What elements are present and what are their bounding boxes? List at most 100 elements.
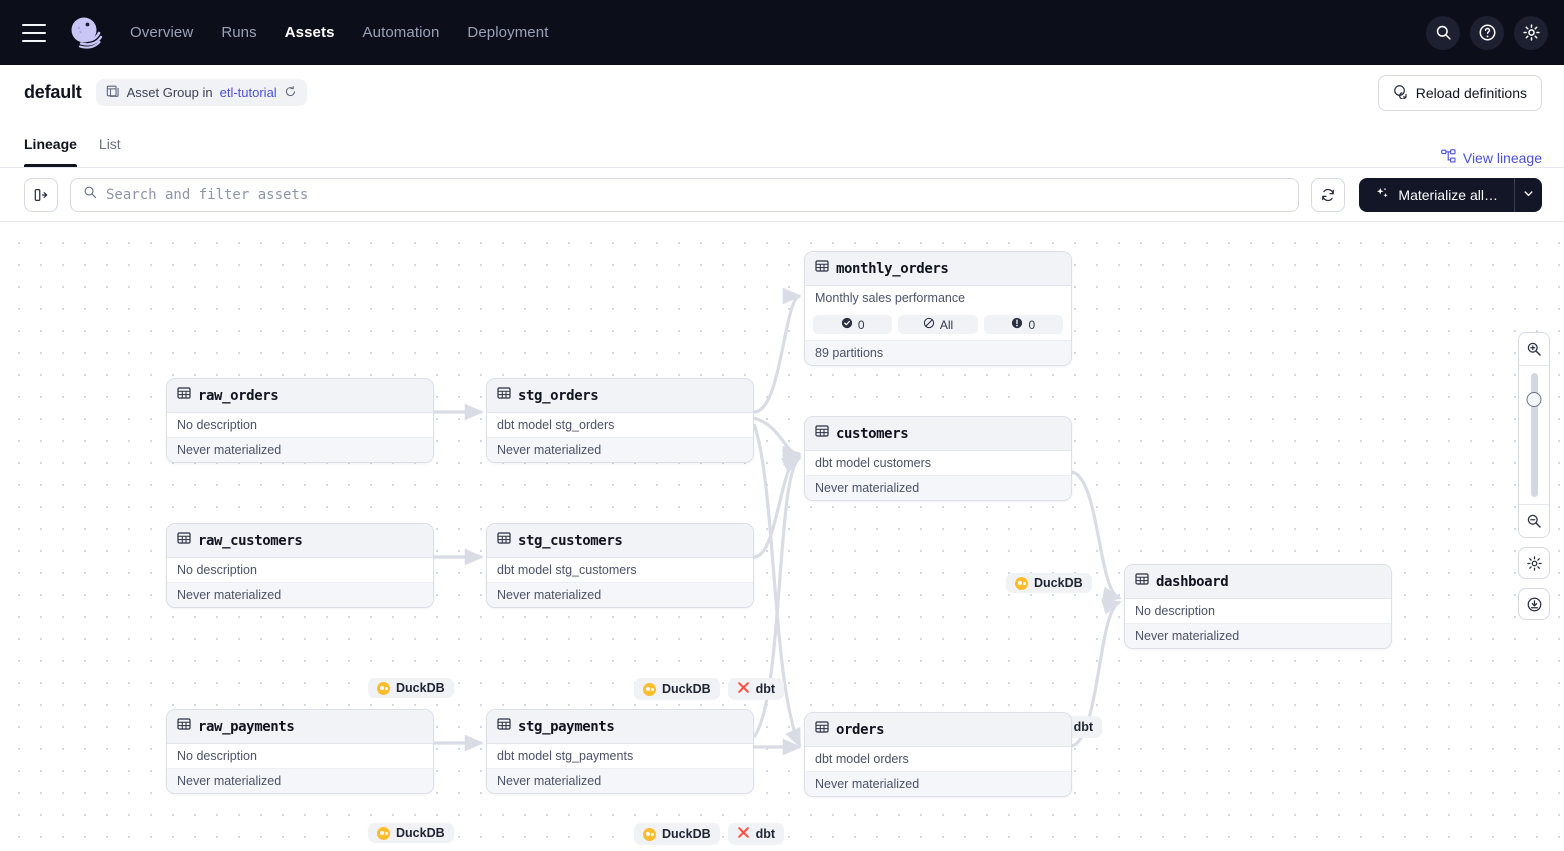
tag-dbt[interactable]: dbt xyxy=(727,823,785,845)
search-field-wrapper[interactable] xyxy=(70,177,1300,212)
table-icon xyxy=(497,717,511,736)
refresh-icon[interactable] xyxy=(284,85,297,101)
asset-node-description: No description xyxy=(1125,599,1391,624)
tag-duckdb[interactable]: DuckDB xyxy=(1006,573,1092,593)
tag-dbt[interactable]: dbt xyxy=(727,678,785,700)
asset-node-description: No description xyxy=(167,413,433,438)
partition-stat-value: 0 xyxy=(857,317,865,332)
asset-lineage-canvas[interactable]: raw_orders No description Never material… xyxy=(0,226,1564,851)
nav-link-assets[interactable]: Assets xyxy=(284,24,335,41)
asset-group-chip[interactable]: Asset Group in etl-tutorial xyxy=(95,79,307,106)
edge-stg_orders-orders xyxy=(752,423,802,748)
nav-actions xyxy=(1426,15,1548,50)
refresh-assets-button[interactable] xyxy=(1311,177,1346,212)
tag-duckdb[interactable]: DuckDB xyxy=(368,678,454,698)
zoom-slider[interactable] xyxy=(1519,365,1549,505)
dagster-logo-icon[interactable] xyxy=(66,13,106,53)
download-circle-icon[interactable] xyxy=(1518,588,1550,620)
asset-node-name: stg_customers xyxy=(518,532,623,549)
gear-icon[interactable] xyxy=(1514,15,1548,50)
lineage-icon xyxy=(1441,149,1456,167)
asset-node-orders[interactable]: orders dbt model orders Never materializ… xyxy=(804,712,1072,797)
page-title: default xyxy=(24,82,82,102)
edge-stg_orders-monthly_orders xyxy=(753,287,802,414)
search-input[interactable] xyxy=(106,186,1287,203)
asset-node-description: dbt model stg_payments xyxy=(487,744,753,769)
asset-node-name: customers xyxy=(836,425,909,442)
materialize-all-button[interactable]: Materialize all… xyxy=(1359,177,1514,212)
asset-group-chip-prefix: Asset Group in xyxy=(126,85,213,100)
partition-stat-value: 0 xyxy=(1028,317,1036,332)
asset-node-header: orders xyxy=(805,713,1071,747)
nav-link-overview[interactable]: Overview xyxy=(130,24,194,41)
asset-node-header: raw_payments xyxy=(167,710,433,744)
assets-toolbar: Materialize all… xyxy=(0,168,1564,222)
partition-stat-success[interactable]: 0 xyxy=(813,315,893,334)
asset-node-monthly_orders[interactable]: monthly_orders Monthly sales performance… xyxy=(804,251,1072,366)
asset-node-raw_payments[interactable]: raw_payments No description Never materi… xyxy=(166,709,434,794)
asset-node-raw_customers[interactable]: raw_customers No description Never mater… xyxy=(166,523,434,608)
asset-node-raw_orders[interactable]: raw_orders No description Never material… xyxy=(166,378,434,463)
tab-list[interactable]: List xyxy=(98,135,121,152)
nav-link-automation[interactable]: Automation xyxy=(362,24,440,41)
asset-tags-stg_customers: DuckDB dbt xyxy=(634,823,785,845)
asset-node-dashboard[interactable]: dashboard No description Never materiali… xyxy=(1124,564,1392,649)
asset-node-header: stg_payments xyxy=(487,710,753,744)
asset-node-header: customers xyxy=(805,417,1071,451)
asset-group-chip-link[interactable]: etl-tutorial xyxy=(219,85,277,100)
reload-definitions-label: Reload definitions xyxy=(1415,84,1527,101)
asset-node-partition-count: 89 partitions xyxy=(805,340,1071,365)
tag-duckdb[interactable]: DuckDB xyxy=(634,823,720,845)
search-icon[interactable] xyxy=(1426,15,1460,50)
asset-node-stg_payments[interactable]: stg_payments dbt model stg_payments Neve… xyxy=(486,709,754,794)
partition-stat-failed[interactable]: 0 xyxy=(983,315,1063,334)
asset-node-status: Never materialized xyxy=(167,583,433,607)
asset-node-header: stg_customers xyxy=(487,524,753,558)
asset-node-stg_customers[interactable]: stg_customers dbt model stg_customers Ne… xyxy=(486,523,754,608)
table-icon xyxy=(815,424,829,443)
view-lineage-link[interactable]: View lineage xyxy=(1441,149,1542,167)
asset-node-header: raw_orders xyxy=(167,379,433,413)
top-navigation-bar: Overview Runs Assets Automation Deployme… xyxy=(0,0,1564,65)
panel-expand-icon[interactable] xyxy=(24,177,58,212)
zoom-in-icon[interactable] xyxy=(1519,333,1549,365)
asset-node-stg_orders[interactable]: stg_orders dbt model stg_orders Never ma… xyxy=(486,378,754,463)
tag-label: dbt xyxy=(1073,720,1094,734)
tab-lineage[interactable]: Lineage xyxy=(24,120,77,167)
table-icon xyxy=(497,531,511,550)
nav-link-deployment[interactable]: Deployment xyxy=(467,24,549,41)
hamburger-icon[interactable] xyxy=(22,23,46,42)
table-icon xyxy=(815,720,829,739)
asset-node-description: dbt model stg_customers xyxy=(487,558,753,583)
asset-node-customers[interactable]: customers dbt model customers Never mate… xyxy=(804,416,1072,501)
zoom-out-icon[interactable] xyxy=(1519,505,1549,537)
nav-link-runs[interactable]: Runs xyxy=(221,24,257,41)
tag-duckdb[interactable]: DuckDB xyxy=(634,678,720,700)
zoom-slider-track xyxy=(1530,373,1538,497)
search-icon xyxy=(83,185,97,204)
asset-node-header: stg_orders xyxy=(487,379,753,413)
table-icon xyxy=(177,531,191,550)
edge-customers-dashboard xyxy=(1071,470,1122,603)
asset-node-description: dbt model stg_orders xyxy=(487,413,753,438)
graph-settings-gear-icon[interactable] xyxy=(1518,547,1550,579)
tag-duckdb[interactable]: DuckDB xyxy=(368,823,454,843)
asset-node-status: Never materialized xyxy=(1125,624,1391,648)
asset-node-name: raw_customers xyxy=(198,532,303,549)
zoom-slider-thumb[interactable] xyxy=(1526,392,1542,407)
tabs-row: Lineage List View lineage xyxy=(0,120,1564,168)
help-icon[interactable] xyxy=(1470,15,1504,50)
reload-definitions-button[interactable]: Reload definitions xyxy=(1377,74,1542,111)
page-header: default Asset Group in etl-tutorial xyxy=(0,65,1564,120)
table-icon xyxy=(1135,572,1149,591)
asset-node-status: Never materialized xyxy=(487,438,753,462)
main-nav-links: Overview Runs Assets Automation Deployme… xyxy=(130,24,548,41)
partition-stat-missing[interactable]: All xyxy=(898,315,978,334)
asset-node-name: monthly_orders xyxy=(836,260,949,277)
duckdb-icon xyxy=(377,826,390,840)
zoom-controls xyxy=(1518,332,1550,620)
asset-node-name: raw_orders xyxy=(198,387,279,404)
asset-node-status: Never materialized xyxy=(167,769,433,793)
materialize-options-caret[interactable] xyxy=(1514,177,1542,212)
